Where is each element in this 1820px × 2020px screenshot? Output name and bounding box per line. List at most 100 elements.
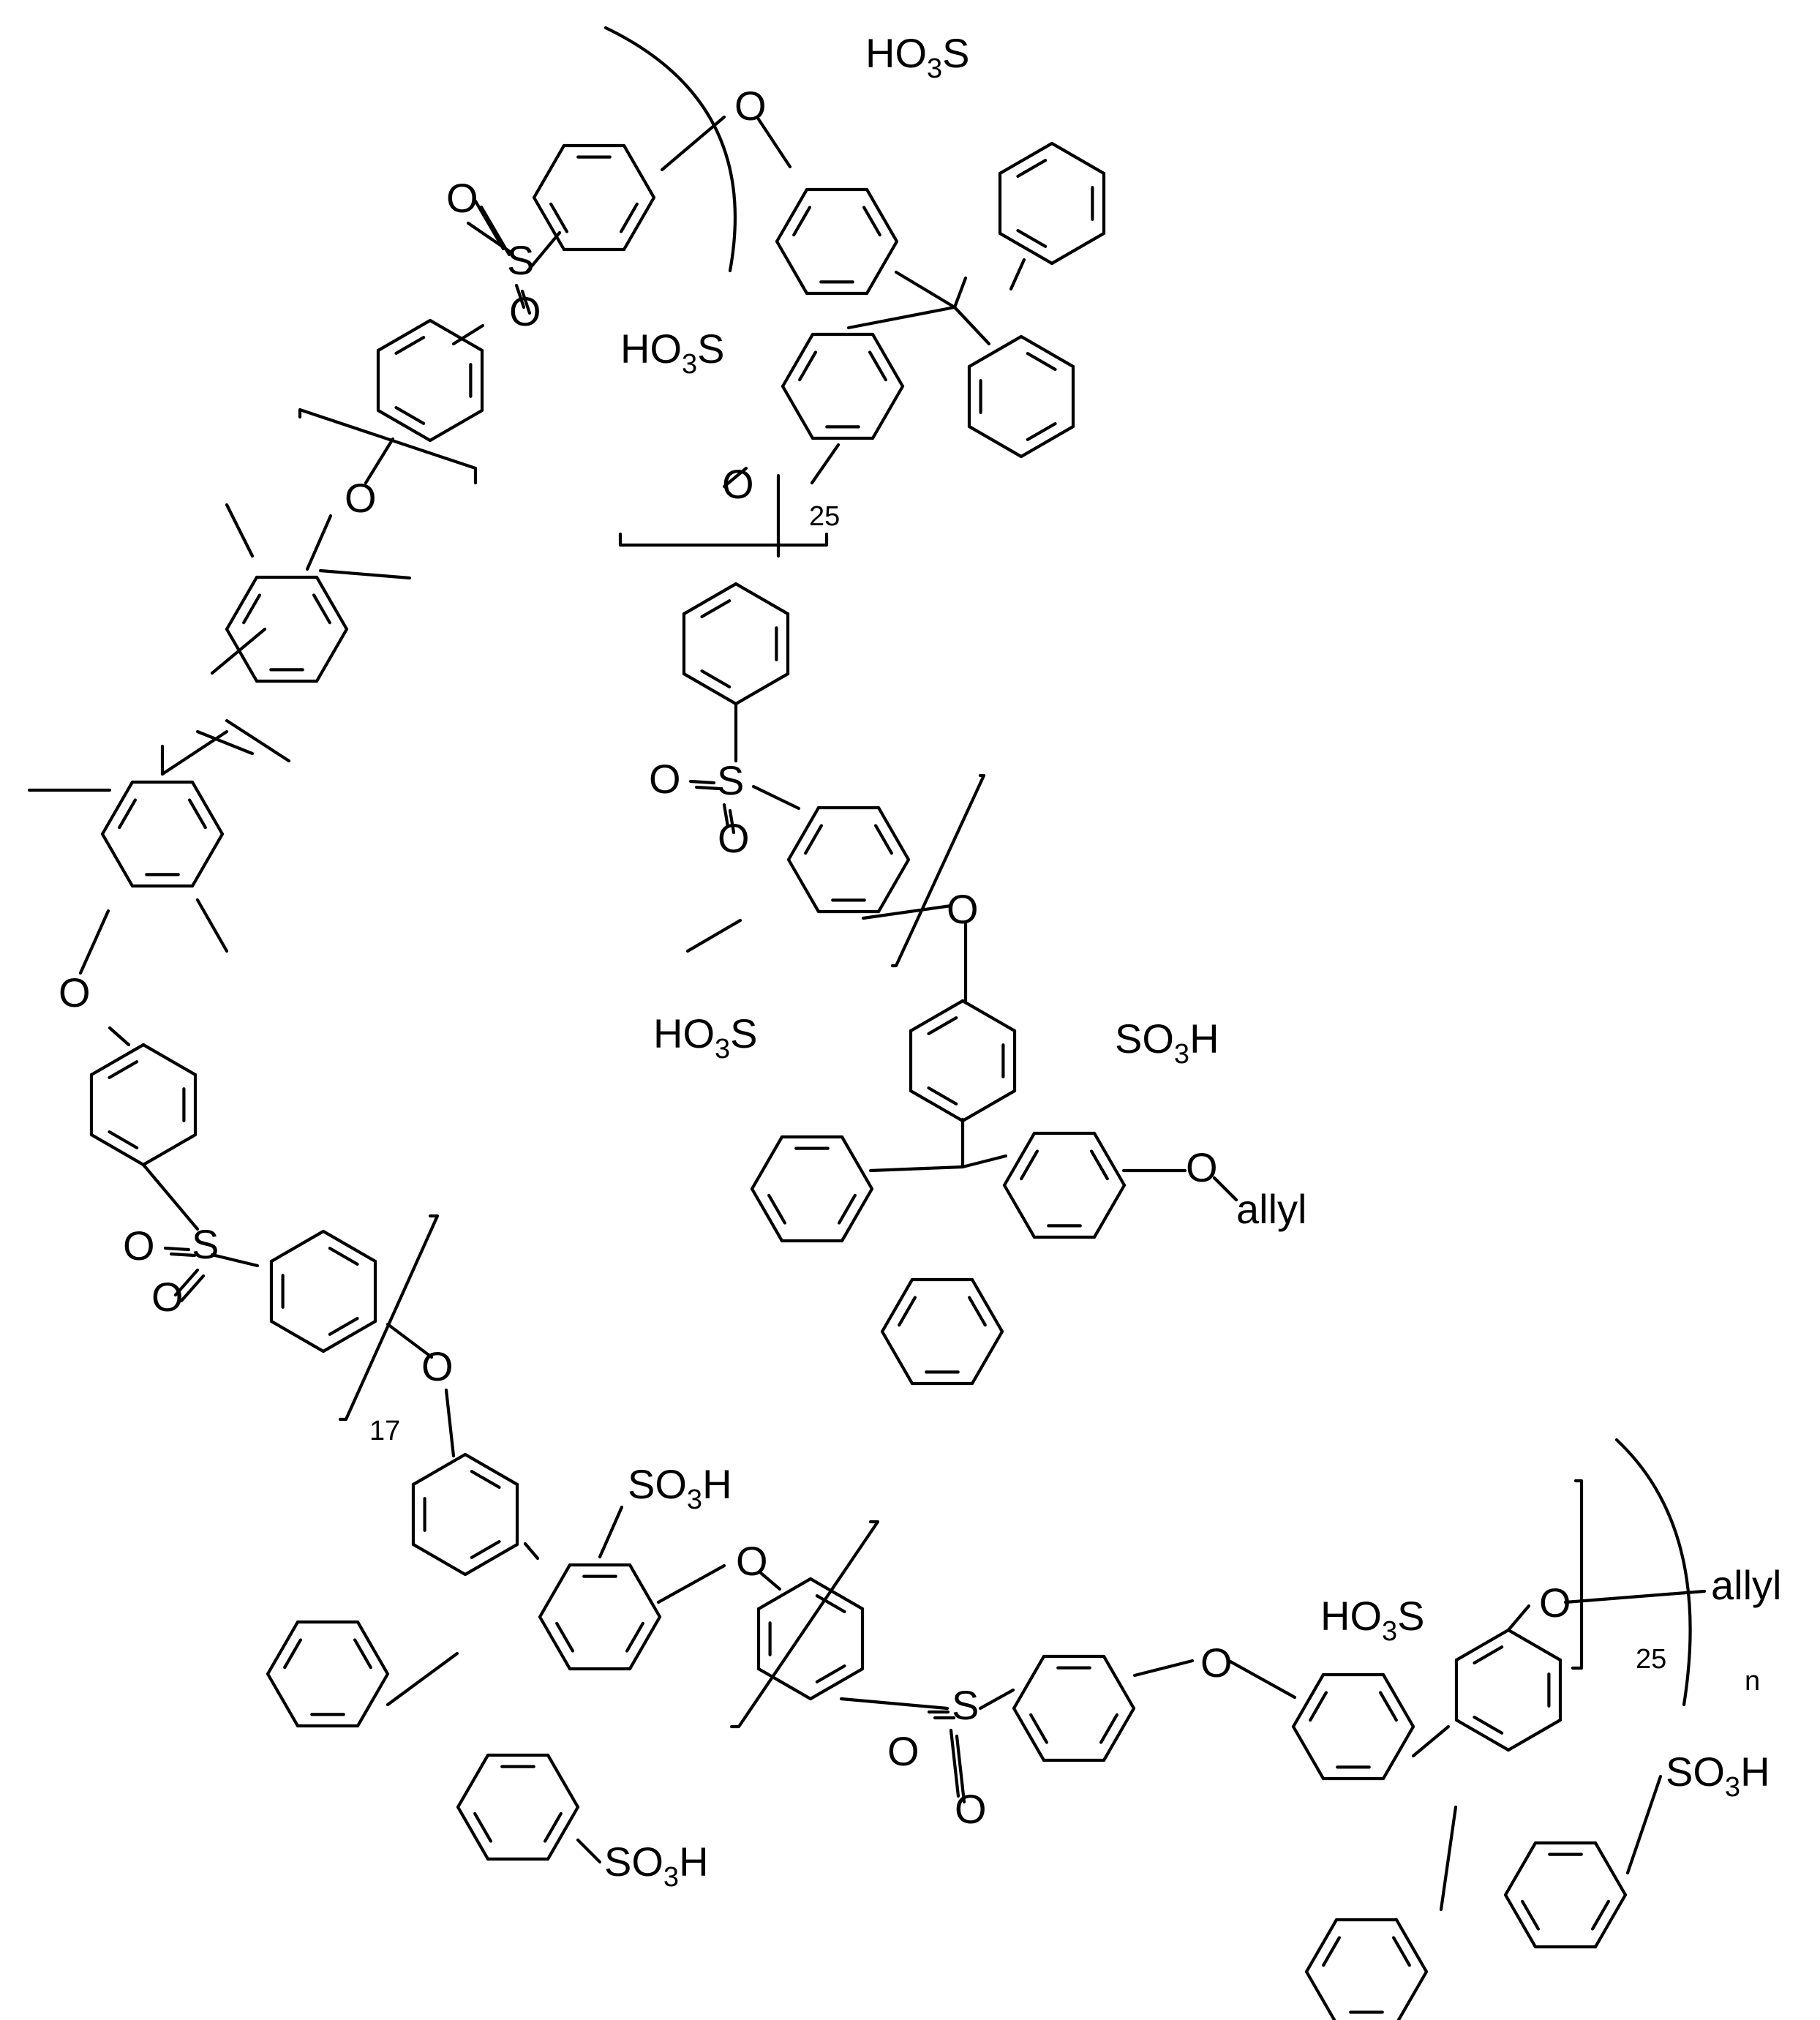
- ring-bond: [734, 582, 790, 616]
- sulfur-atom: S: [952, 1682, 979, 1728]
- ring-bond: [967, 334, 1023, 369]
- double-bond: [625, 1621, 644, 1653]
- ring-bond: [411, 1452, 467, 1487]
- bond: [78, 909, 110, 975]
- bond: [210, 627, 267, 675]
- sulfonic-acid-label: HO3S: [620, 326, 725, 380]
- ring-bond: [865, 187, 899, 244]
- double-bond: [1322, 1936, 1342, 1967]
- ring-bond: [546, 1805, 580, 1861]
- ring-bond: [1002, 1131, 1037, 1187]
- oxygen-atom: O: [59, 969, 91, 1015]
- ring-bond: [89, 1133, 146, 1167]
- ring-bond: [876, 806, 911, 862]
- methyl-bond: [225, 718, 291, 763]
- ring-bond: [89, 1043, 146, 1077]
- double-bond: [555, 1621, 575, 1653]
- bond: [861, 904, 953, 920]
- ring-bond: [967, 424, 1023, 459]
- paren-close: [1614, 1438, 1692, 1707]
- ring-bond: [463, 1542, 519, 1577]
- double-bond: [898, 1296, 917, 1327]
- bond: [685, 918, 742, 953]
- ring-bond: [1593, 1893, 1628, 1949]
- ring-bond: [1396, 1970, 1429, 2020]
- double-bond: [163, 1246, 191, 1252]
- double-bond: [1378, 1691, 1398, 1722]
- oxygen-atom: O: [151, 1274, 184, 1320]
- bond: [810, 443, 841, 485]
- double-bond: [815, 1664, 846, 1683]
- ring-bond: [463, 1452, 519, 1487]
- ring-bond: [1506, 1718, 1563, 1752]
- oxygen-atom: O: [649, 756, 681, 802]
- bracket-first-close: [618, 532, 829, 547]
- ring-bond: [786, 806, 821, 862]
- double-bond: [688, 779, 716, 785]
- double-bond: [1016, 228, 1048, 248]
- double-bond: [473, 199, 505, 251]
- ring-bond: [456, 1753, 490, 1809]
- ring-bond: [998, 231, 1054, 266]
- double-bond: [1473, 1645, 1504, 1665]
- double-bond: [792, 206, 812, 237]
- bond: [195, 729, 255, 756]
- bond: [1506, 1604, 1531, 1632]
- ring-bond: [1092, 1183, 1127, 1239]
- bond: [839, 1697, 950, 1711]
- oxygen-atom: O: [947, 886, 979, 932]
- ring-bond: [266, 1672, 300, 1728]
- bond: [364, 437, 395, 485]
- ring-bond: [1291, 1724, 1325, 1781]
- oxygen-atom: O: [1186, 1144, 1218, 1190]
- ring-bond: [1050, 231, 1106, 266]
- sulfonic-acid-label: HO3S: [653, 1010, 758, 1065]
- bracket-first: [298, 408, 478, 485]
- double-bond: [1473, 1715, 1504, 1735]
- double-bond: [1089, 1149, 1109, 1181]
- sulfur-atom: S: [507, 237, 534, 283]
- bond: [210, 1253, 260, 1268]
- ring-bond: [356, 1620, 390, 1676]
- ring-bond: [970, 1277, 1004, 1334]
- double-bond: [187, 798, 207, 830]
- ring-bond: [1454, 1628, 1511, 1662]
- ring-bond: [1503, 1841, 1538, 1897]
- ring-bond: [622, 143, 656, 200]
- end-group-allyl: allyl: [1236, 1186, 1306, 1232]
- double-bond: [283, 1638, 303, 1670]
- ring-bond: [321, 1319, 377, 1353]
- double-bond: [179, 1274, 206, 1303]
- oxygen-atom: O: [722, 461, 754, 507]
- ring-bond: [532, 143, 566, 200]
- double-bond: [955, 1734, 966, 1804]
- double-bond: [873, 824, 893, 855]
- ring-bond: [970, 1329, 1004, 1386]
- ring-bond: [960, 1089, 1017, 1123]
- double-bond: [470, 1470, 501, 1490]
- repeat-brackets: [298, 26, 1692, 1729]
- double-bond: [328, 1247, 359, 1266]
- ring-bond: [840, 1187, 874, 1243]
- double-bond: [169, 1252, 197, 1258]
- sulfonic-acid-label: SO3H: [628, 1461, 732, 1515]
- double-bond: [1590, 1899, 1610, 1931]
- ring-bond: [1002, 1183, 1037, 1239]
- double-bond: [1026, 352, 1057, 372]
- double-bond: [242, 593, 262, 625]
- bond: [1132, 1659, 1195, 1678]
- double-bond: [1309, 1691, 1328, 1722]
- double-bond: [767, 1193, 787, 1225]
- ring-bond: [266, 1620, 300, 1676]
- ring-bond: [1381, 1724, 1415, 1781]
- ring-bond: [870, 332, 905, 388]
- double-bond: [520, 289, 532, 315]
- double-bond: [394, 336, 426, 356]
- sulfonic-acid-label: SO3H: [604, 1839, 709, 1893]
- double-bond: [1521, 1899, 1541, 1931]
- methyl-bond: [318, 568, 412, 580]
- sulfonic-acid-label: HO3S: [865, 30, 970, 84]
- ring-bond: [538, 1615, 572, 1671]
